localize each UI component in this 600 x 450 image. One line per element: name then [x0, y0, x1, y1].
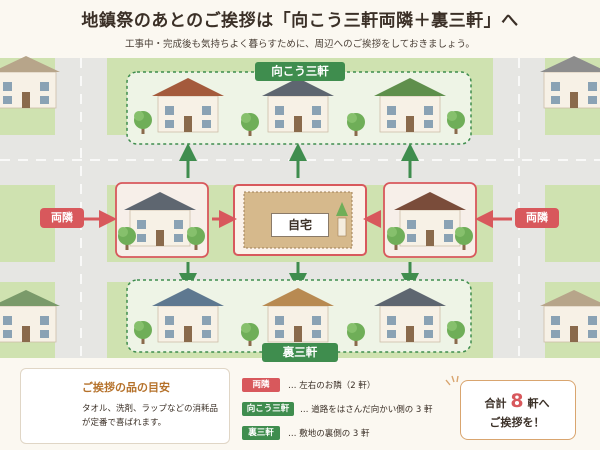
side-right-label: 両隣: [515, 208, 559, 228]
total-callout: [460, 380, 576, 440]
legend-desc-sides: … 左右のお隣（2 軒）: [288, 381, 376, 391]
legend-key-sides: 両隣: [242, 378, 280, 392]
legend-desc-back: … 敷地の裏側の 3 軒: [288, 429, 370, 439]
road-bottom: [0, 262, 600, 282]
gift-guide-title: ご挨拶の品の目安: [82, 381, 170, 394]
corner-house-bl: [0, 290, 60, 343]
sparkle-icon: [445, 375, 459, 386]
legend-key-back: 裏三軒: [242, 426, 280, 440]
gift-guide-box: [20, 368, 230, 444]
right-neighbor-house: [394, 192, 466, 247]
total-count: 8: [510, 390, 524, 412]
total-line2: ご挨拶を！: [489, 416, 545, 429]
shrine-icon: [336, 202, 348, 237]
front-house-2: [262, 78, 334, 133]
page-title: 地鎮祭のあとのご挨拶は「向こう三軒両隣＋裏三軒」へ: [81, 11, 519, 31]
corner-house-br: [540, 290, 600, 343]
total-prefix: 合計: [484, 397, 507, 410]
front-house-3: [374, 78, 446, 133]
back-house-2: [262, 288, 334, 343]
legend-key-front: 向こう三軒: [242, 402, 294, 416]
back-house-1: [152, 288, 224, 343]
gift-guide-desc: タオル、洗剤、ラップなどの消耗品が定番で喜ばれます。: [82, 404, 219, 428]
back-house-3: [374, 288, 446, 343]
page-subtitle: 工事中・完成後も気持ちよく暮らすために、周辺へのご挨拶をしておきましょう。: [125, 39, 475, 50]
back-three-label: 裏三軒: [262, 343, 338, 362]
side-left-label: 両隣: [40, 208, 84, 228]
total-suffix: 軒へ: [527, 397, 550, 410]
front-three-label: 向こう三軒: [255, 62, 345, 81]
corner-house-tl: [0, 56, 60, 109]
total-line1: 合計 8 軒へ: [462, 390, 572, 412]
corner-house-tr: [540, 56, 600, 109]
left-neighbor-house: [124, 192, 196, 247]
front-house-1: [152, 78, 224, 133]
self-home-label: 自宅: [271, 213, 329, 237]
legend-desc-front: … 道路をはさんだ向かい側の 3 軒: [300, 405, 433, 415]
